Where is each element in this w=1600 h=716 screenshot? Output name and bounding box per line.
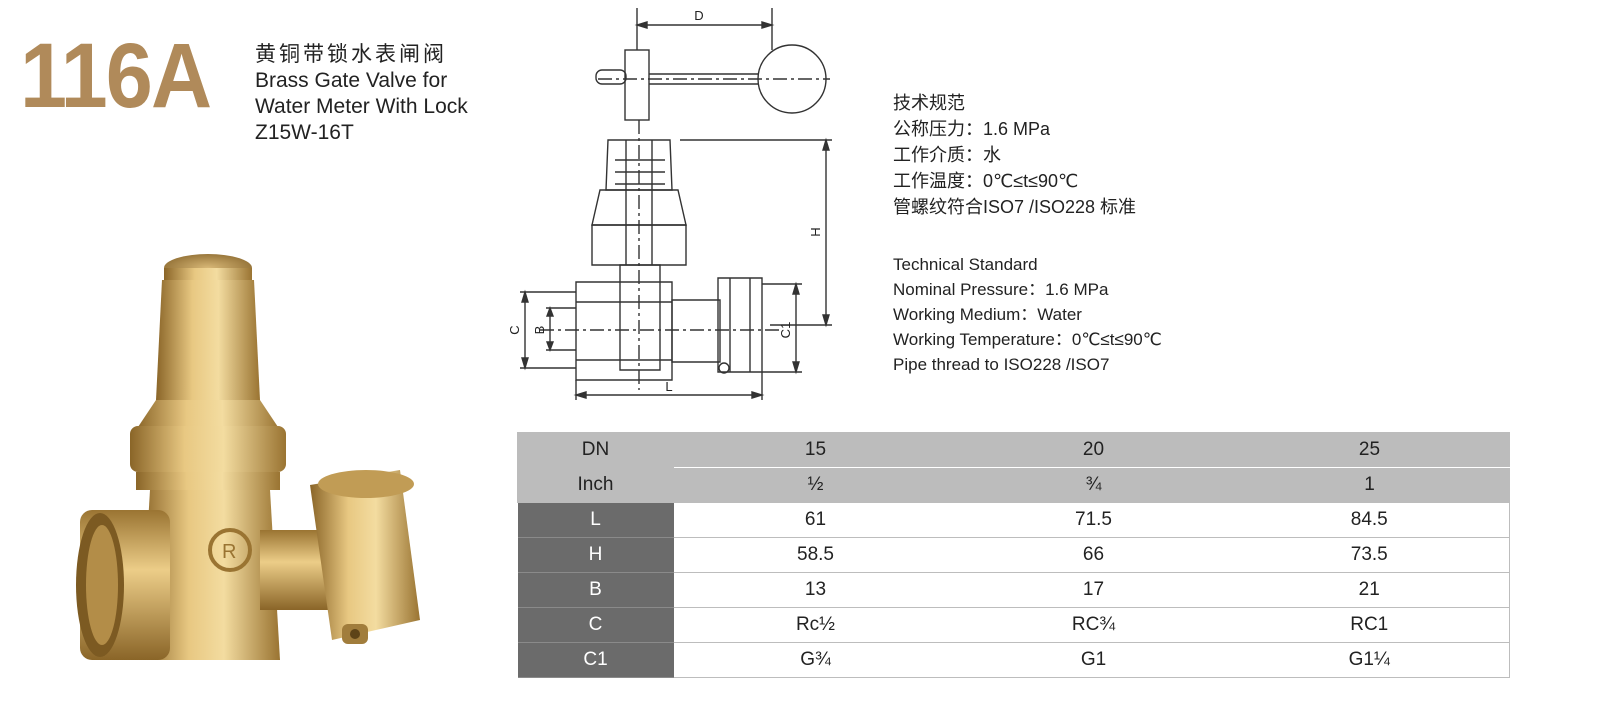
spec-en-thread: Pipe thread to ISO228 /ISO7 [893,355,1110,374]
table-row: C Rc½ RC¾ RC1 [517,607,1510,643]
table-row: B 13 17 21 [517,572,1510,608]
spec-en-pressure: Nominal Pressure：1.6 MPa [893,280,1109,299]
header-dn-cell: 25 [1229,432,1510,468]
dim-label-d: D [694,8,703,23]
dimension-table: DN 15 20 25 Inch ½ ¾ 1 L 61 71.5 84.5 H … [517,432,1510,678]
table-cell: 61 [673,502,958,538]
table-cell: 71.5 [957,502,1230,538]
table-cell: G1¼ [1229,642,1510,678]
row-label: B [517,572,674,608]
title-en-line1: Brass Gate Valve for [255,69,448,92]
dim-label-c1: C1 [778,322,793,339]
dim-label-l: L [665,379,672,394]
spec-zh-heading: 技术规范 [893,93,965,113]
table-cell: 66 [957,537,1230,573]
table-row: C1 G¾ G1 G1¼ [517,642,1510,678]
table-cell: RC¾ [957,607,1230,643]
header-inch-cell: ½ [673,467,958,503]
dim-label-h: H [808,227,823,236]
row-label: L [517,502,674,538]
table-cell: 84.5 [1229,502,1510,538]
spec-zh-pressure: 公称压力：1.6 MPa [893,119,1051,139]
dim-label-b: B [532,326,547,335]
title-en-line2: Water Meter With Lock [255,95,468,118]
table-cell: 73.5 [1229,537,1510,573]
valve-photo: R [76,254,420,660]
table-cell: G1 [957,642,1230,678]
title-zh: 黄铜带锁水表闸阀 [255,43,447,66]
spec-en: Technical Standard Nominal Pressure：1.6 … [893,252,1162,377]
header-dn-cell: 20 [957,432,1230,468]
technical-drawing: D H C B C1 L [507,8,832,400]
header-inch-cell: ¾ [957,467,1230,503]
header-dn-label: DN [517,432,674,468]
spec-en-temperature: Working Temperature：0℃≤t≤90℃ [893,330,1162,349]
table-header-inch: Inch ½ ¾ 1 [517,467,1510,503]
spec-zh: 技术规范 公称压力：1.6 MPa 工作介质：水 工作温度：0℃≤t≤90℃ 管… [893,90,1136,220]
product-title: 黄铜带锁水表闸阀 Brass Gate Valve for Water Mete… [255,42,468,146]
row-label: H [517,537,674,573]
row-label: C1 [517,642,674,678]
spec-zh-medium: 工作介质：水 [893,145,1001,165]
spec-zh-thread: 管螺纹符合ISO7 /ISO228 标准 [893,197,1137,217]
table-cell: 13 [673,572,958,608]
table-row: H 58.5 66 73.5 [517,537,1510,573]
table-header-dn: DN 15 20 25 [517,432,1510,468]
table-cell: Rc½ [673,607,958,643]
header-dn-cell: 15 [673,432,958,468]
header-inch-label: Inch [517,467,674,503]
row-label: C [517,607,674,643]
table-cell: G¾ [673,642,958,678]
table-cell: RC1 [1229,607,1510,643]
header-inch-cell: 1 [1229,467,1510,503]
spec-zh-temperature: 工作温度：0℃≤t≤90℃ [893,171,1079,191]
svg-text:R: R [222,541,236,563]
table-row: L 61 71.5 84.5 [517,502,1510,538]
dim-label-c: C [507,325,522,334]
table-cell: 58.5 [673,537,958,573]
model-number: 116A [20,25,212,127]
product-code: Z15W-16T [255,121,354,144]
spec-en-medium: Working Medium：Water [893,305,1082,324]
spec-en-heading: Technical Standard [893,255,1038,274]
table-cell: 17 [957,572,1230,608]
table-cell: 21 [1229,572,1510,608]
